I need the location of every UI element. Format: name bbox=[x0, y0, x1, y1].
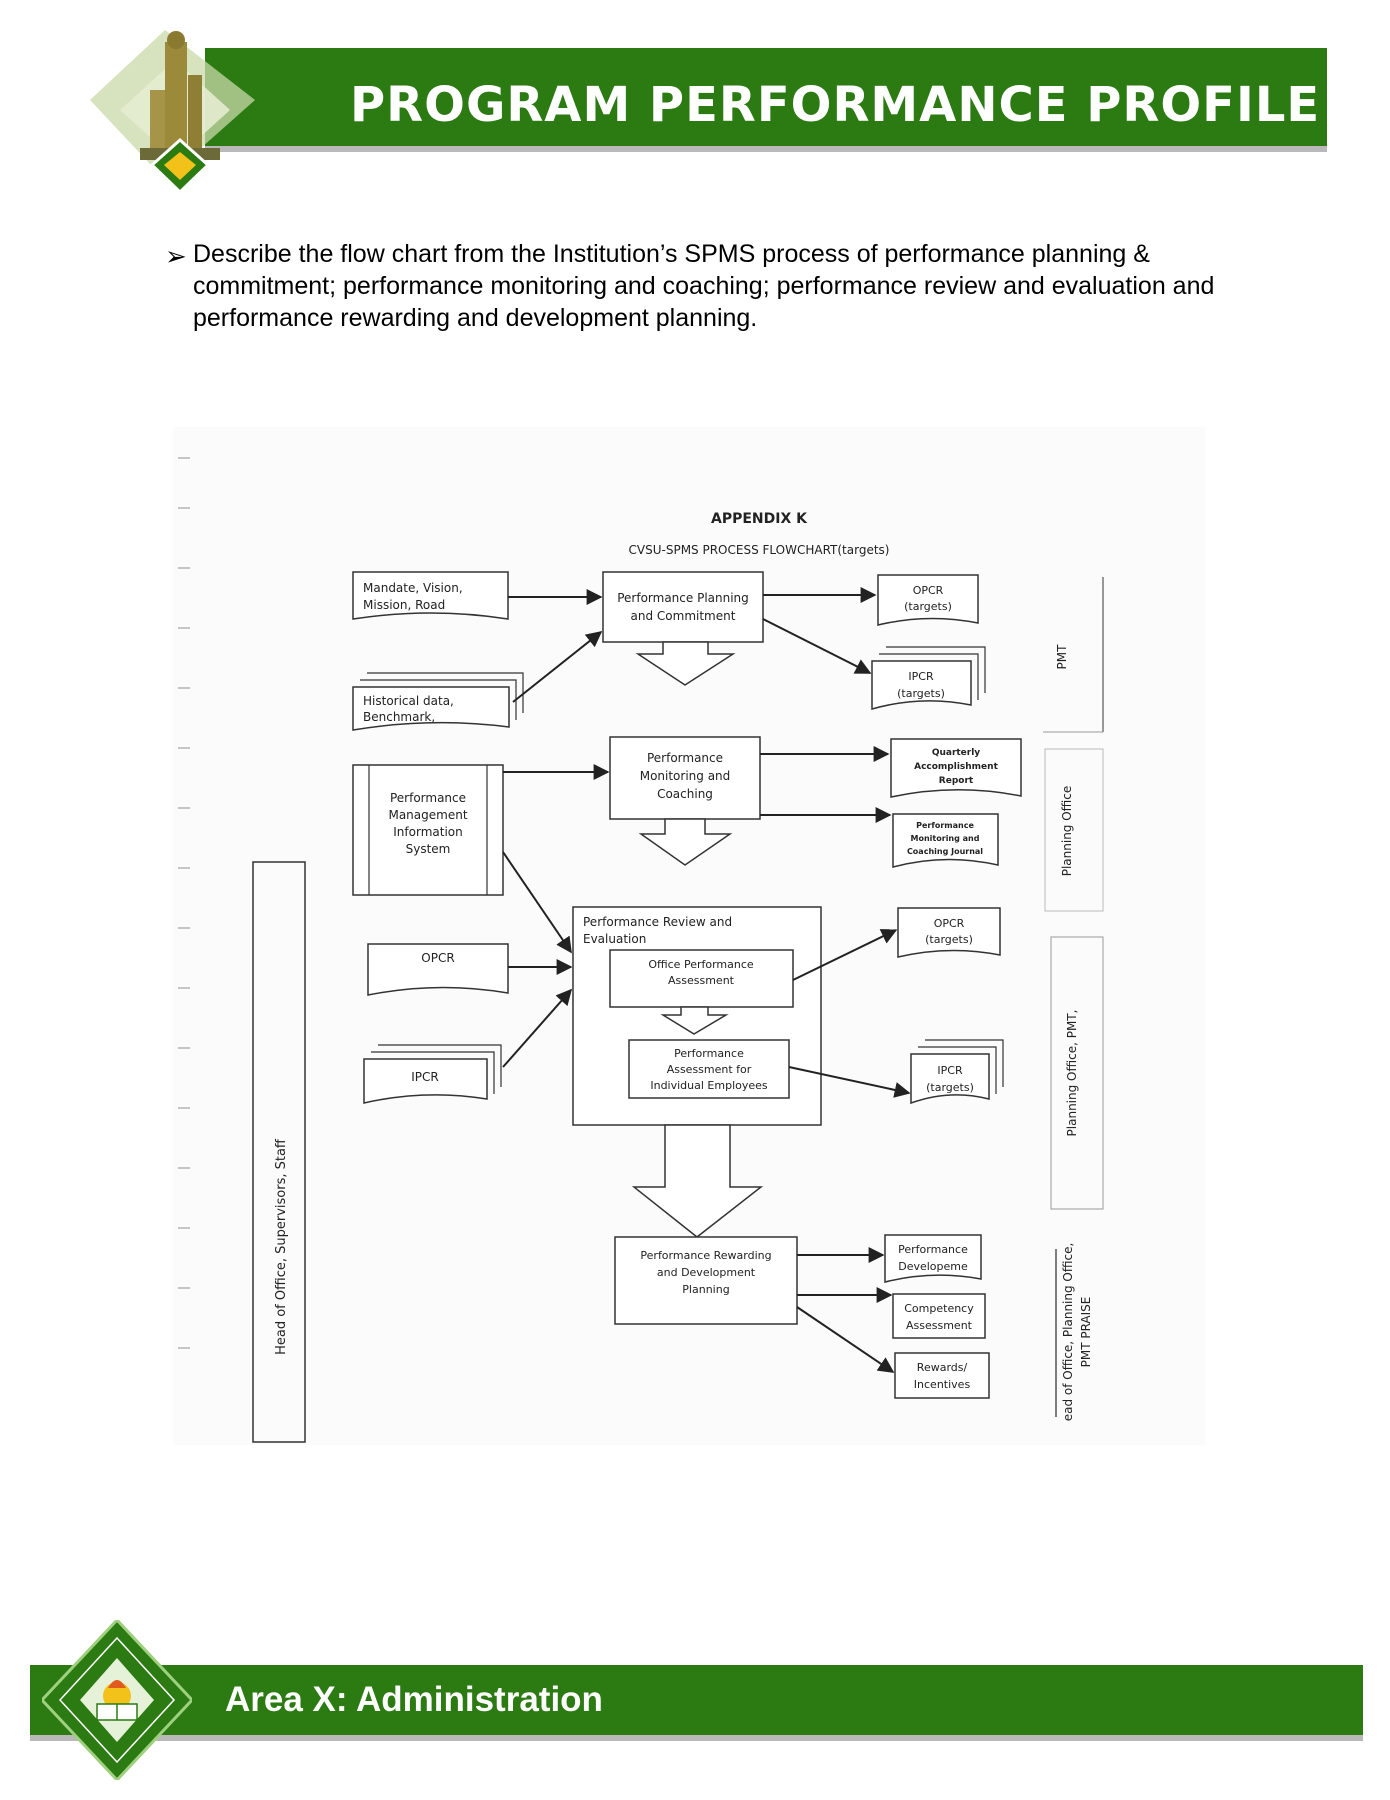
development-line-2: Developeme bbox=[898, 1260, 968, 1273]
individual-assessment-line-3: Individual Employees bbox=[650, 1079, 768, 1092]
pmis-line-2: Management bbox=[388, 808, 467, 822]
ipcr-targets-2-line-2: (targets) bbox=[926, 1081, 974, 1094]
appendix-label: APPENDIX K bbox=[711, 511, 808, 527]
lane-planning-office-pmt: Planning Office, PMT, bbox=[1065, 1010, 1079, 1137]
qar-line-1: Quarterly bbox=[932, 748, 980, 758]
individual-assessment-line-2: Assessment for bbox=[667, 1063, 752, 1076]
university-statue-logo bbox=[80, 30, 280, 195]
individual-assessment-line-1: Performance bbox=[674, 1047, 744, 1060]
scanned-flowchart: APPENDIX K CVSU-SPMS PROCESS FLOWCHART(t… bbox=[173, 427, 1205, 1445]
lane-pmt: PMT bbox=[1055, 644, 1069, 670]
ipcr-targets-1-line-2: (targets) bbox=[897, 687, 945, 700]
opcr-targets-2-line-2: (targets) bbox=[925, 933, 973, 946]
mandate-line-2: Mission, Road bbox=[363, 598, 445, 612]
ipcr-targets-1-line-1: IPCR bbox=[908, 670, 934, 683]
competency-line-2: Assessment bbox=[906, 1319, 973, 1332]
mandate-line-1: Mandate, Vision, bbox=[363, 581, 463, 595]
competency-line-1: Competency bbox=[904, 1302, 974, 1315]
rewarding-line-2: and Development bbox=[657, 1266, 756, 1279]
footer-area-title: Area X: Administration bbox=[225, 1680, 603, 1719]
opcr-targets-1-line-2: (targets) bbox=[904, 600, 952, 613]
university-seal-logo bbox=[39, 1617, 195, 1783]
bullet-arrow-icon: ➢ bbox=[165, 241, 187, 271]
lane-head-staff: Head of Office, Supervisors, Staff bbox=[274, 1138, 289, 1355]
lane-planning-office: Planning Office bbox=[1060, 786, 1074, 877]
opcr-input-label: OPCR bbox=[421, 951, 454, 965]
planning-line-1: Performance Planning bbox=[617, 591, 749, 605]
pmis-line-3: Information bbox=[393, 825, 462, 839]
monitoring-line-3: Coaching bbox=[657, 787, 713, 801]
pmis-line-4: System bbox=[406, 842, 451, 856]
planning-line-2: and Commitment bbox=[631, 609, 736, 623]
qar-line-2: Accomplishment bbox=[914, 762, 998, 772]
footer-band bbox=[30, 1665, 1363, 1735]
ipcr-targets-2-line-1: IPCR bbox=[937, 1064, 963, 1077]
header-band-shadow bbox=[205, 146, 1327, 152]
footer-band-shadow bbox=[30, 1735, 1363, 1741]
monitoring-line-1: Performance bbox=[647, 751, 723, 765]
journal-line-2: Monitoring and bbox=[911, 834, 980, 843]
qar-line-3: Report bbox=[939, 776, 974, 786]
opcr-targets-1-line-1: OPCR bbox=[913, 584, 944, 597]
lane-head-planning-1: ead of Office, Planning Office, bbox=[1061, 1243, 1075, 1422]
header-band bbox=[205, 48, 1327, 146]
description-text: Describe the flow chart from the Institu… bbox=[193, 240, 1215, 332]
journal-line-1: Performance bbox=[916, 821, 974, 830]
opcr-targets-2-line-1: OPCR bbox=[934, 917, 965, 930]
review-line-2: Evaluation bbox=[583, 932, 646, 946]
pmis-line-1: Performance bbox=[390, 791, 466, 805]
historical-line-1: Historical data, bbox=[363, 694, 454, 708]
office-assessment-line-2: Assessment bbox=[668, 974, 735, 987]
development-line-1: Performance bbox=[898, 1243, 968, 1256]
flowchart-title: CVSU-SPMS PROCESS FLOWCHART(targets) bbox=[629, 543, 890, 557]
monitoring-line-2: Monitoring and bbox=[640, 769, 731, 783]
rewarding-line-1: Performance Rewarding bbox=[640, 1249, 771, 1262]
page-header-title: PROGRAM PERFORMANCE PROFILE bbox=[350, 77, 1321, 133]
review-line-1: Performance Review and bbox=[583, 915, 732, 929]
ipcr-input-label: IPCR bbox=[411, 1070, 439, 1084]
rewards-line-2: Incentives bbox=[914, 1378, 971, 1391]
rewards-line-1: Rewards/ bbox=[917, 1361, 968, 1374]
historical-line-2: Benchmark, bbox=[363, 710, 435, 724]
rewarding-line-3: Planning bbox=[682, 1283, 729, 1296]
journal-line-3: Coaching Journal bbox=[907, 847, 983, 856]
lane-head-planning-2: PMT PRAISE bbox=[1079, 1297, 1093, 1368]
office-assessment-line-1: Office Performance bbox=[648, 958, 754, 971]
